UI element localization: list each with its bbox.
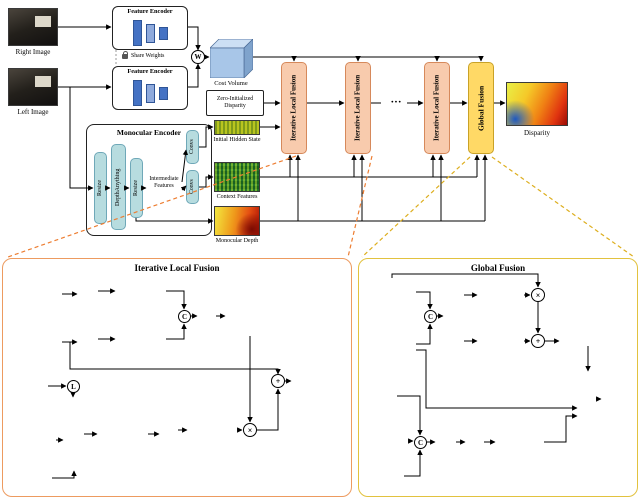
context-features-image (214, 162, 260, 192)
right-image-thumbnail (8, 8, 58, 46)
intermediate-features-label: Intermediate Features (149, 176, 179, 189)
lookup-operator: L (67, 380, 80, 393)
global-fusion-panel: Global Fusion (358, 258, 638, 497)
gf-panel-title: Global Fusion (470, 263, 526, 273)
concat-operator-2: C (424, 310, 437, 323)
zero-initialized-disparity-box: Zero-Initialized Disparity (206, 90, 264, 116)
global-fusion-block: Global Fusion (468, 62, 494, 154)
encoder-bars-icon (113, 20, 187, 46)
right-image-label: Right Image (15, 48, 51, 56)
iterative-local-fusion-panel: Iterative Local Fusion (2, 258, 352, 497)
iterative-local-fusion-block-3: Iterative Local Fusion (424, 62, 450, 154)
feature-encoder-title: Feature Encoder (127, 8, 173, 15)
concat-operator-1: C (178, 310, 191, 323)
cost-volume-cube (210, 39, 253, 78)
ellipsis: ··· (390, 96, 402, 108)
concat-operator-3: C (414, 436, 427, 449)
disparity-output-label: Disparity (523, 129, 551, 137)
disparity-output-image (506, 82, 568, 126)
add-operator-2: + (531, 334, 545, 348)
feature-encoder-title: Feature Encoder (127, 68, 173, 75)
iterative-local-fusion-block-1: Iterative Local Fusion (281, 62, 307, 154)
context-features-label: Context Features (216, 194, 258, 200)
monocular-depth-label: Monocular Depth (215, 238, 259, 244)
depth-anything-block: DepthAnything (111, 144, 126, 230)
cost-volume-label: Cost Volume (214, 80, 248, 87)
multiply-operator-1: × (243, 423, 257, 437)
resize-block-2: Resize (130, 158, 143, 218)
left-image-label: Left Image (17, 108, 49, 116)
monocular-depth-image (214, 206, 260, 236)
monocular-encoder-title: Monocular Encoder (116, 128, 182, 137)
feature-encoder-top: Feature Encoder (112, 6, 188, 50)
convs-block-2: Convs (186, 170, 199, 204)
initial-hidden-state-image (214, 120, 260, 135)
warp-operator: W (191, 50, 205, 64)
share-weights-label: Share Weights (131, 53, 165, 59)
feature-encoder-bottom: Feature Encoder (112, 66, 188, 110)
resize-block-1: Resize (94, 152, 107, 224)
encoder-bars-icon (113, 80, 187, 106)
add-operator-1: + (271, 374, 285, 388)
initial-hidden-state-label: Initial Hidden State (213, 137, 261, 143)
share-weights-icon (122, 51, 128, 59)
left-image-thumbnail (8, 68, 58, 106)
multiply-operator-2: × (531, 288, 545, 302)
ilf-panel-title: Iterative Local Fusion (134, 263, 220, 273)
zero-initialized-disparity-label: Zero-Initialized Disparity (216, 96, 254, 109)
iterative-local-fusion-block-2: Iterative Local Fusion (345, 62, 371, 154)
convs-block-1: Convs (186, 130, 199, 164)
